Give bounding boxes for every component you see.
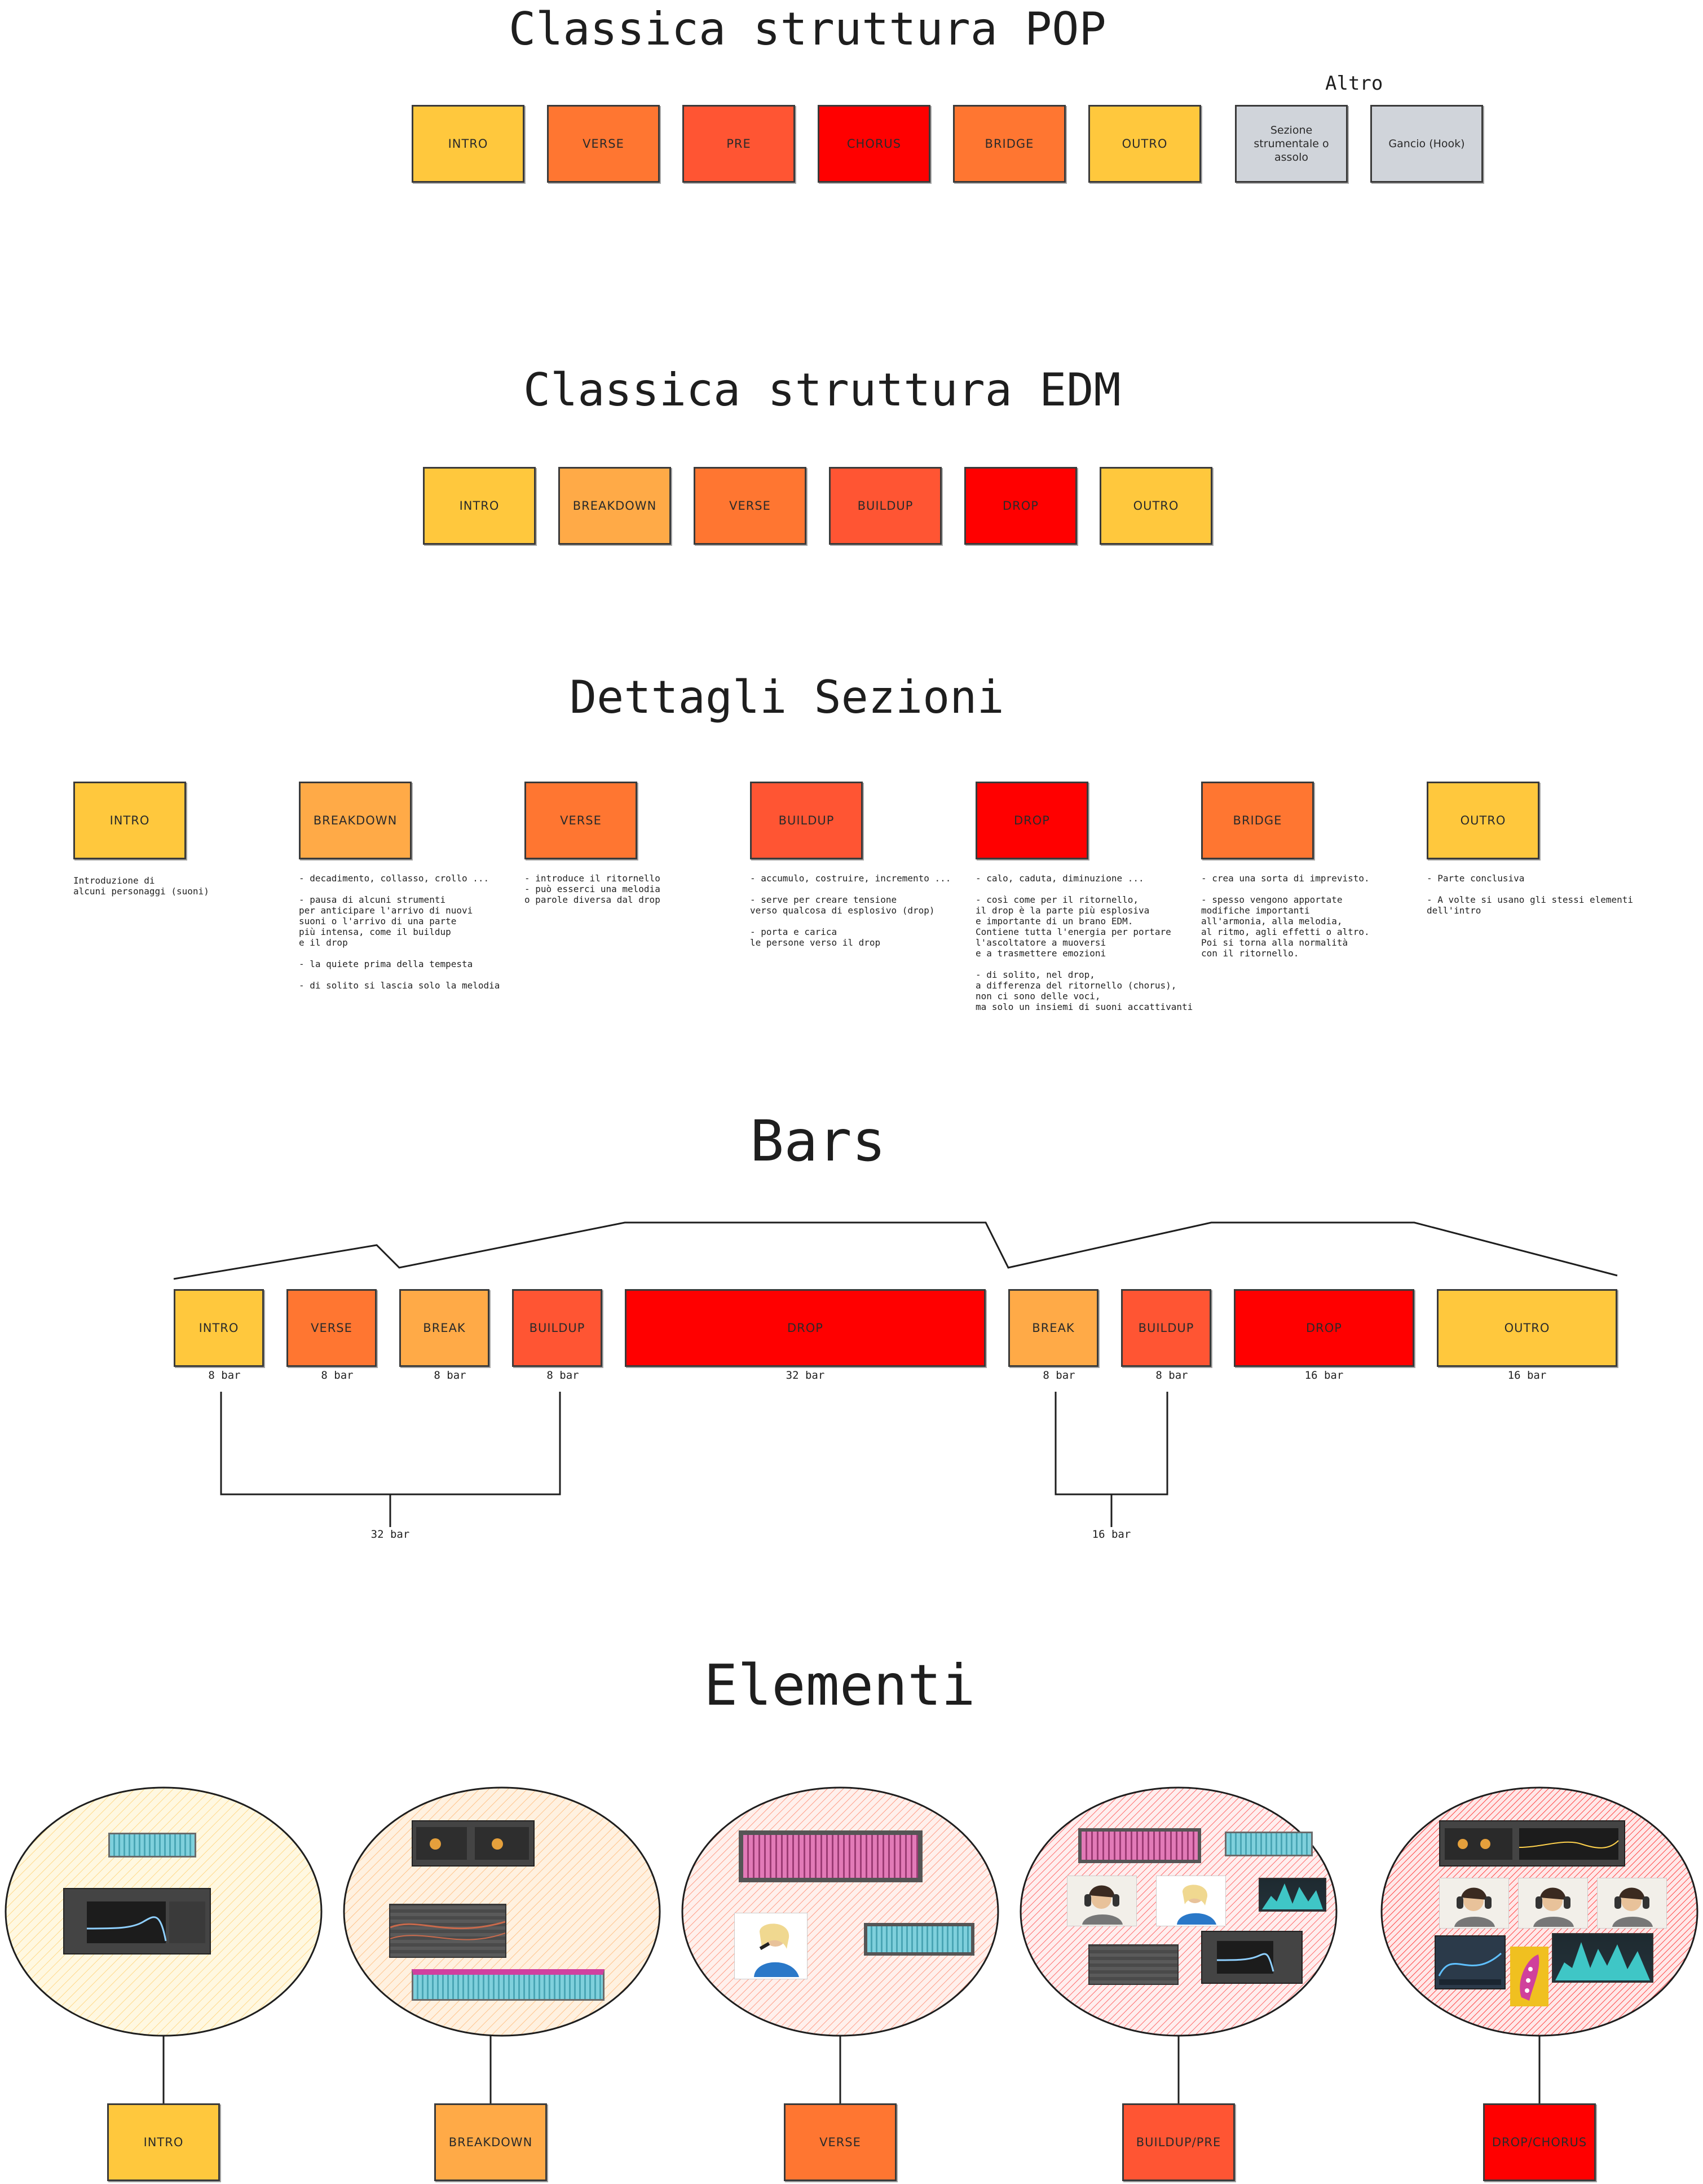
- elementi-breakdown-box[interactable]: BREAKDOWN: [434, 2103, 547, 2181]
- bar-group-total-2: 16 bar: [1092, 1528, 1131, 1541]
- pop-pre-box[interactable]: PRE: [682, 105, 795, 183]
- verse-singer-image: [734, 1913, 808, 1979]
- buildup-automation-thumb: [1088, 1944, 1179, 1985]
- intro-eq-plugin-thumb: [63, 1888, 211, 1954]
- bar-outro-block[interactable]: OUTRO: [1437, 1289, 1617, 1367]
- details-title: Dettagli Sezioni: [570, 671, 1004, 723]
- bar-verse-block[interactable]: VERSE: [286, 1289, 377, 1367]
- pop-bridge-box[interactable]: BRIDGE: [953, 105, 1066, 183]
- pop-outro-box[interactable]: OUTRO: [1088, 105, 1201, 183]
- drop-synth-ui-thumb: [1510, 1947, 1548, 2006]
- pop-chorus-box[interactable]: CHORUS: [818, 105, 930, 183]
- bar-group-total-1: 32 bar: [370, 1528, 410, 1541]
- bar-drop-count: 32 bar: [786, 1369, 825, 1382]
- bar-buildup2-count: 8 bar: [1155, 1369, 1188, 1382]
- bar-outro-count: 16 bar: [1507, 1369, 1547, 1382]
- bar-buildup-block[interactable]: BUILDUP: [512, 1289, 602, 1367]
- bar-break-block[interactable]: BREAK: [399, 1289, 489, 1367]
- details-outro-note: - Parte conclusiva - A volte si usano gl…: [1427, 873, 1634, 916]
- bars-title: Bars: [750, 1108, 886, 1174]
- elementi-buildup-pre-box[interactable]: BUILDUP/PRE: [1122, 2103, 1235, 2181]
- edm-title: Classica struttura EDM: [523, 364, 1121, 416]
- details-bridge-note: - crea una sorta di imprevisto. - spesso…: [1201, 873, 1370, 959]
- breakdown-drum-pattern-thumb: [412, 1969, 605, 2001]
- edm-buildup-box[interactable]: BUILDUP: [829, 467, 942, 545]
- drop-listener-image-1: [1439, 1878, 1509, 1929]
- details-drop-box[interactable]: DROP: [976, 782, 1088, 859]
- elementi-title: Elementi: [704, 1652, 976, 1718]
- details-outro-box[interactable]: OUTRO: [1427, 782, 1539, 859]
- buildup-listener-image: [1067, 1876, 1137, 1926]
- bar-break2-count: 8 bar: [1043, 1369, 1075, 1382]
- details-verse-box[interactable]: VERSE: [524, 782, 637, 859]
- verse-vocal-waveform-thumb: [739, 1830, 923, 1882]
- details-intro-box[interactable]: INTRO: [73, 782, 186, 859]
- buildup-waveform-thumb: [1225, 1832, 1313, 1856]
- details-breakdown-box[interactable]: BREAKDOWN: [299, 782, 412, 859]
- buildup-eq-plugin-thumb: [1201, 1931, 1303, 1984]
- buildup-singer-image: [1156, 1876, 1226, 1926]
- bar-break2-block[interactable]: BREAK: [1008, 1289, 1098, 1367]
- edm-outro-box[interactable]: OUTRO: [1100, 467, 1212, 545]
- drop-plugin-thumb: [1439, 1820, 1625, 1867]
- drop-spectrum-thumb: [1552, 1933, 1653, 1983]
- details-intro-note: Introduzione di alcuni personaggi (suoni…: [73, 875, 209, 897]
- details-buildup-box[interactable]: BUILDUP: [750, 782, 863, 859]
- pop-title: Classica struttura POP: [509, 3, 1106, 55]
- bar-buildup-count: 8 bar: [546, 1369, 579, 1382]
- bar-drop-block[interactable]: DROP: [625, 1289, 986, 1367]
- bar-intro-block[interactable]: INTRO: [174, 1289, 264, 1367]
- bar-buildup2-block[interactable]: BUILDUP: [1121, 1289, 1211, 1367]
- bar-verse-count: 8 bar: [321, 1369, 354, 1382]
- details-verse-note: - introduce il ritornello - può esserci …: [524, 873, 660, 905]
- pop-altro-label: Altro: [1325, 72, 1383, 95]
- edm-verse-box[interactable]: VERSE: [694, 467, 806, 545]
- pop-verse-box[interactable]: VERSE: [547, 105, 660, 183]
- details-bridge-box[interactable]: BRIDGE: [1201, 782, 1314, 859]
- edm-drop-box[interactable]: DROP: [964, 467, 1077, 545]
- bar-intro-count: 8 bar: [208, 1369, 241, 1382]
- pop-intro-box[interactable]: INTRO: [412, 105, 524, 183]
- buildup-vocal-waveform-thumb: [1078, 1828, 1201, 1863]
- breakdown-automation-thumb: [389, 1904, 506, 1958]
- edm-intro-box[interactable]: INTRO: [423, 467, 536, 545]
- bar-drop2-count: 16 bar: [1304, 1369, 1344, 1382]
- details-buildup-note: - accumulo, costruire, incremento ... - …: [750, 873, 951, 948]
- elementi-intro-box[interactable]: INTRO: [107, 2103, 220, 2181]
- edm-breakdown-box[interactable]: BREAKDOWN: [558, 467, 671, 545]
- drop-listener-image-2: [1518, 1878, 1588, 1929]
- bar-break-count: 8 bar: [434, 1369, 466, 1382]
- bar-drop2-block[interactable]: DROP: [1234, 1289, 1414, 1367]
- buildup-spectrum-thumb: [1259, 1878, 1326, 1912]
- drop-synth-plugin-thumb: [1435, 1935, 1506, 1989]
- pop-hook-box[interactable]: Gancio (Hook): [1370, 105, 1483, 183]
- drop-listener-image-3: [1597, 1878, 1667, 1929]
- pop-solo-box[interactable]: Sezione strumentale o assolo: [1235, 105, 1348, 183]
- details-breakdown-note: - decadimento, collasso, crollo ... - pa…: [299, 873, 500, 991]
- verse-waveform-thumb: [864, 1923, 974, 1956]
- intro-waveform-thumb: [108, 1833, 196, 1857]
- details-drop-note: - calo, caduta, diminuzione ... - così c…: [976, 873, 1193, 1012]
- elementi-verse-box[interactable]: VERSE: [784, 2103, 897, 2181]
- breakdown-plugin-thumb: [412, 1820, 535, 1867]
- elementi-drop-chorus-box[interactable]: DROP/CHORUS: [1483, 2103, 1596, 2181]
